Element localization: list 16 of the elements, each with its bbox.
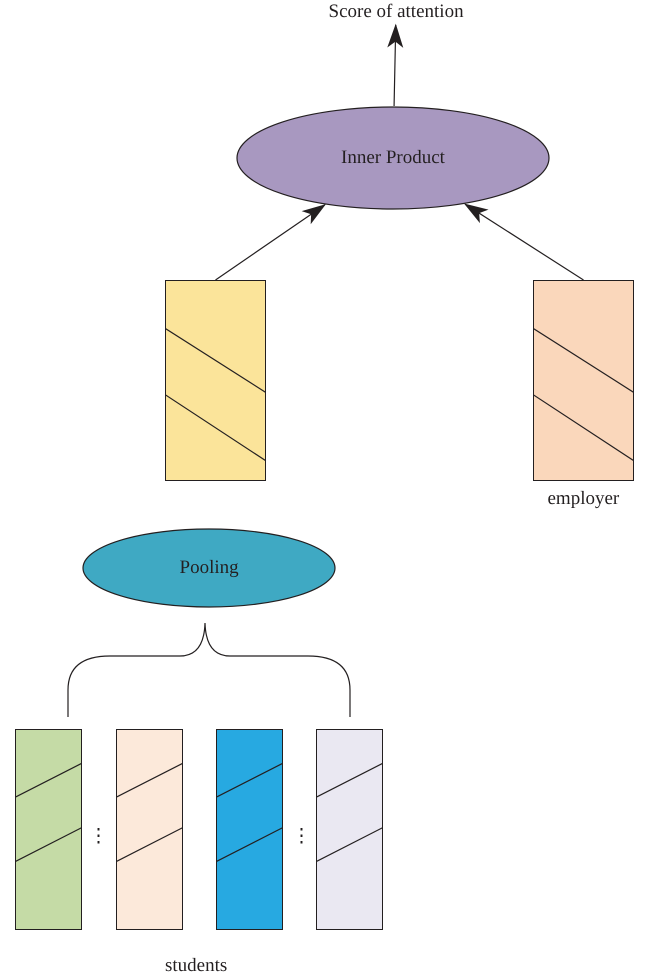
output-label: Score of attention <box>328 1 464 23</box>
arrow <box>215 204 326 280</box>
ellipsis-mark: ⋮ <box>292 826 311 848</box>
vector-bar <box>533 280 634 481</box>
vector-bar <box>165 280 266 481</box>
vector-bar <box>116 729 183 930</box>
group-caption: students <box>165 955 228 977</box>
caption-text: employer <box>548 488 620 510</box>
ellipsis-mark: ⋮ <box>89 826 108 848</box>
node-label: Inner Product <box>341 147 445 169</box>
vector-bar <box>316 729 383 930</box>
arrow <box>387 24 404 106</box>
vector-bar <box>216 729 283 930</box>
arrow <box>464 203 584 280</box>
node-label: Pooling <box>180 557 239 579</box>
vector-bar <box>15 729 82 930</box>
